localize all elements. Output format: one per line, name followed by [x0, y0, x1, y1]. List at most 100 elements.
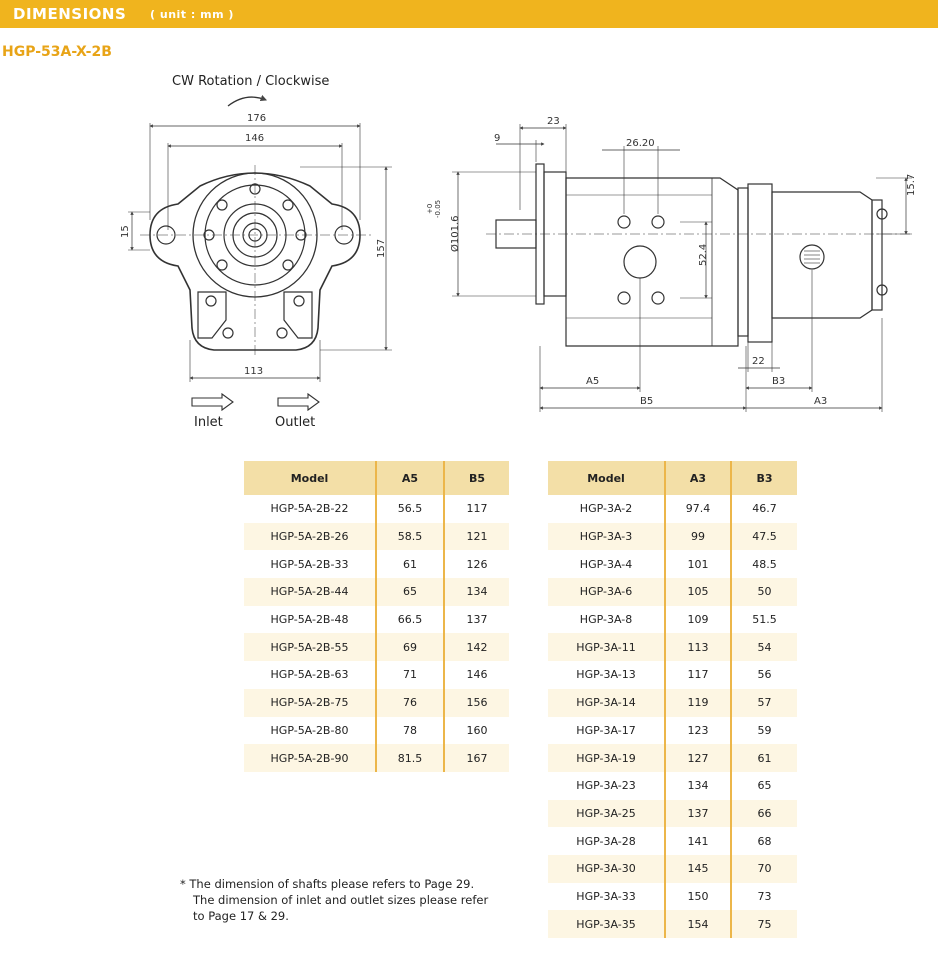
- rotation-arrow: [227, 94, 268, 107]
- technical-drawing: CW Rotation / Clockwise 176 146: [120, 74, 917, 430]
- col-header-a5: A5: [375, 461, 444, 495]
- cell-value: 56: [730, 661, 797, 689]
- cell-value: 105: [664, 578, 731, 606]
- cell-value: 119: [664, 688, 731, 717]
- cell-model: HGP-3A-35: [548, 910, 665, 938]
- cell-value: 78: [375, 716, 444, 745]
- footnote-line-3: to Page 17 & 29.: [193, 909, 289, 923]
- cell-value: 137: [664, 799, 731, 828]
- cell-model: HGP-5A-2B-44: [244, 578, 376, 606]
- cell-model: HGP-3A-33: [576, 889, 636, 903]
- cell-value: 57: [730, 688, 797, 717]
- cell-value: 73: [730, 882, 797, 911]
- cell-value: 141: [664, 827, 731, 855]
- dim-a5: A5: [586, 376, 599, 387]
- cell-value: 65: [375, 578, 444, 606]
- table-header-row: Model A5 B5: [244, 461, 509, 495]
- cell-value: 68: [730, 827, 797, 855]
- cell-value: 47.5: [730, 522, 797, 551]
- cell-value: 66: [730, 799, 797, 828]
- header-title: DIMENSIONS: [13, 5, 127, 23]
- cell-model: HGP-5A-2B-26: [244, 522, 376, 551]
- outlet-arrow: [277, 392, 320, 412]
- footnote-line-2: The dimension of inlet and outlet sizes …: [193, 893, 489, 907]
- outlet-label: Outlet: [275, 415, 315, 430]
- cell-value: 146: [443, 661, 509, 689]
- cell-value: 121: [443, 522, 509, 551]
- cell-value: 126: [443, 550, 509, 579]
- dim-tol-top: +0: [426, 204, 434, 214]
- cell-value: 58.5: [375, 522, 444, 551]
- cell-value: 48.5: [730, 550, 797, 579]
- dim-15-7: 15.7: [906, 174, 917, 196]
- dim-15: 15: [120, 225, 131, 238]
- cell-model: HGP-3A-6: [548, 578, 665, 606]
- cell-value: 142: [443, 633, 509, 662]
- model-title: HGP-53A-X-2B: [2, 44, 112, 60]
- cell-model: HGP-3A-8: [579, 613, 633, 627]
- cell-value: 46.7: [730, 495, 797, 523]
- cell-model: HGP-3A-19: [548, 744, 665, 772]
- footnote: * The dimension of shafts please refers …: [180, 876, 520, 924]
- cell-value: 81.5: [375, 744, 444, 772]
- cell-model: HGP-3A-17: [576, 723, 636, 737]
- cell-value: 75: [730, 910, 797, 938]
- cell-value: 127: [664, 744, 731, 772]
- cell-value: 65: [730, 771, 797, 800]
- cell-value: 117: [664, 661, 731, 689]
- cell-value: 101: [664, 550, 731, 579]
- header-unit: ( unit : mm ): [150, 8, 234, 21]
- cell-value: 109: [664, 605, 731, 634]
- cell-value: 113: [664, 633, 731, 662]
- cell-value: 66.5: [375, 605, 444, 634]
- cell-value: 137: [443, 605, 509, 634]
- cell-value: 61: [730, 744, 797, 772]
- col-header-b5: B5: [443, 461, 509, 495]
- cell-value: 117: [443, 495, 509, 523]
- front-view: CW Rotation / Clockwise 176 146: [120, 74, 392, 430]
- cell-value: 69: [375, 633, 444, 662]
- cell-model: HGP-5A-2B-75: [244, 688, 376, 717]
- cell-model: HGP-5A-2B-22: [270, 502, 349, 516]
- cell-model: HGP-3A-30: [548, 854, 665, 883]
- dim-113: 113: [244, 366, 263, 377]
- col-header-model: Model: [548, 461, 665, 495]
- cell-value: 50: [730, 578, 797, 606]
- cell-value: 54: [730, 633, 797, 662]
- cell-model: HGP-3A-11: [548, 633, 665, 662]
- cell-value: 70: [730, 854, 797, 883]
- cell-model: HGP-5A-2B-80: [270, 723, 349, 737]
- cell-value: 61: [375, 550, 444, 579]
- cell-value: 150: [664, 882, 731, 911]
- cell-model: HGP-3A-25: [548, 799, 665, 828]
- col-header-model: Model: [244, 461, 376, 495]
- cell-value: 76: [375, 688, 444, 717]
- cell-model: HGP-3A-13: [576, 668, 636, 682]
- inlet-label: Inlet: [194, 415, 223, 430]
- cell-model: HGP-5A-2B-90: [244, 744, 376, 772]
- dim-9: 9: [494, 133, 500, 144]
- cell-model: HGP-3A-2: [579, 502, 633, 516]
- cell-value: 154: [664, 910, 731, 938]
